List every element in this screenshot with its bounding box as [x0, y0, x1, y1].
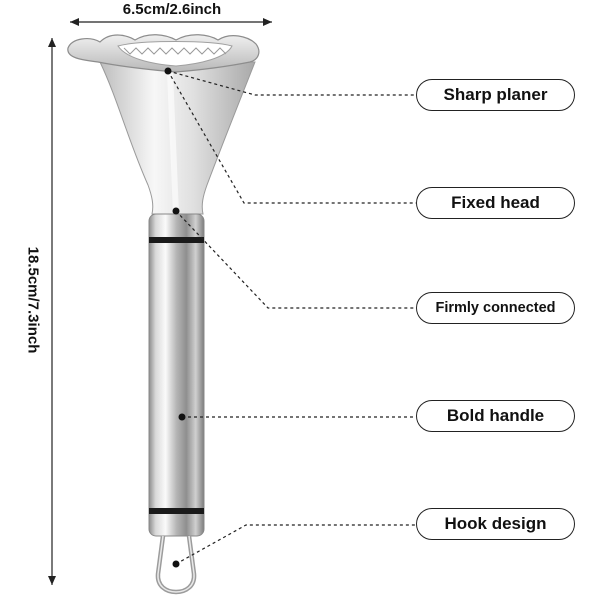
callout-hook-design: Hook design	[416, 508, 575, 540]
blade-frame	[67, 34, 260, 73]
peeler-head	[99, 61, 256, 215]
peeler-handle	[148, 213, 205, 537]
callout-dots	[164, 67, 186, 568]
height-dimension-label: 18.5cm/7.3inch	[24, 246, 42, 354]
callout-sharp-planer: Sharp planer	[416, 79, 575, 111]
height-dimension-arrow	[48, 38, 56, 585]
width-dimension-arrow	[70, 18, 272, 26]
callout-firmly-connected: Firmly connected	[416, 292, 575, 324]
callout-bold-handle: Bold handle	[416, 400, 575, 432]
width-dimension-label: 6.5cm/2.6inch	[122, 1, 222, 18]
callout-leaders	[167, 70, 416, 565]
callout-fixed-head: Fixed head	[416, 187, 575, 219]
